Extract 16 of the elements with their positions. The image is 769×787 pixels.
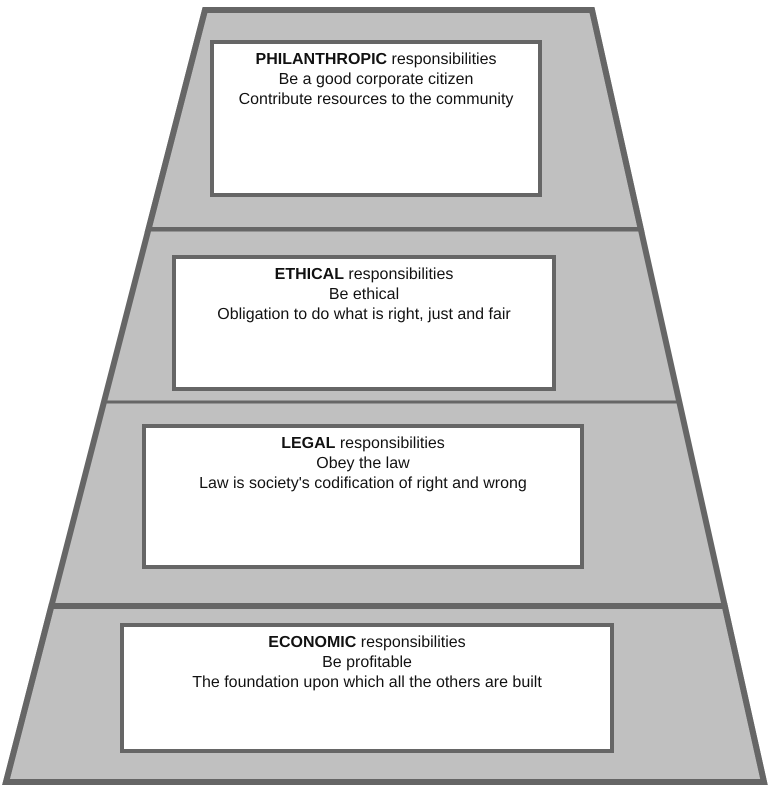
tier-text: Obligation to do what is right, just and fair xyxy=(216,305,512,325)
text-box xyxy=(142,424,584,569)
tier-heading: ECONOMIC responsibilities xyxy=(267,633,467,653)
tier-text: The foundation upon which all the others are built xyxy=(191,673,543,693)
tier-text: Contribute resources to the community xyxy=(238,90,514,110)
text-box xyxy=(172,255,556,391)
tier-text: Law is society's codification of right and wrong xyxy=(198,474,528,494)
tier-heading: ETHICAL responsibilities xyxy=(274,265,454,285)
tier-text: Obey the law xyxy=(315,454,411,474)
tier-heading: LEGAL responsibilities xyxy=(280,434,446,454)
tier-text: Be profitable xyxy=(321,653,413,673)
text-box xyxy=(120,623,614,753)
tier-heading: PHILANTHROPIC responsibilities xyxy=(254,50,498,70)
text-box xyxy=(210,40,542,197)
tier-text: Be ethical xyxy=(328,285,400,305)
tier-text: Be a good corporate citizen xyxy=(278,70,474,90)
